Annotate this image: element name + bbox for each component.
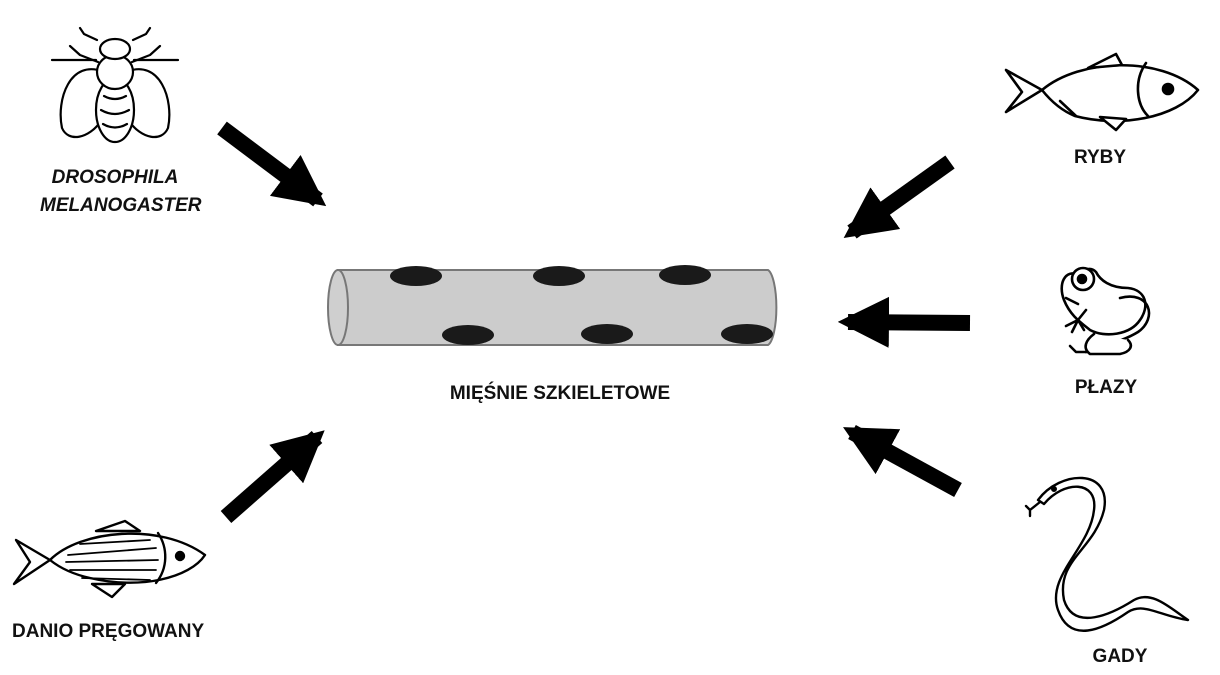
arrow-from-reptiles	[843, 424, 962, 498]
muscle-label: MIĘŚNIE SZKIELETOWE	[449, 383, 671, 404]
fly-icon	[50, 26, 180, 144]
arrow-from-drosophila	[217, 121, 327, 207]
cell-nuclei	[390, 265, 773, 345]
arrows	[217, 121, 971, 524]
arrow-from-fish	[843, 155, 955, 239]
zebrafish-label: DANIO PRĘGOWANY	[12, 621, 205, 642]
snake-icon	[1024, 476, 1190, 632]
frog-icon	[1060, 266, 1151, 356]
drosophila-label-line1: DROSOPHILA	[51, 167, 179, 188]
amphibians-label: PŁAZY	[1074, 377, 1138, 398]
drosophila-label: DROSOPHILA MELANOGASTER	[40, 164, 202, 220]
reptiles-label: GADY	[1092, 646, 1148, 667]
drosophila-label-line2: MELANOGASTER	[40, 195, 202, 216]
muscle-fiber-icon	[327, 265, 778, 346]
zebrafish-icon	[12, 519, 207, 599]
fish-icon	[1004, 52, 1200, 132]
arrow-from-amphibians	[837, 296, 971, 348]
fish-label: RYBY	[1073, 147, 1127, 168]
arrow-from-zebrafish	[220, 430, 325, 524]
